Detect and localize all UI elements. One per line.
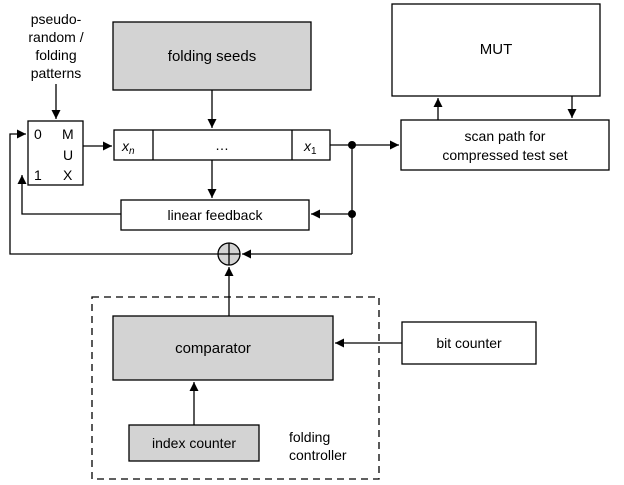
mux-input-1-label: 1 bbox=[34, 167, 42, 183]
scan-path-label-line1: scan path for bbox=[465, 128, 546, 144]
comparator-label: comparator bbox=[175, 340, 251, 357]
patterns-label: pseudo- random / folding patterns bbox=[28, 11, 83, 81]
comparator-block: comparator bbox=[112, 315, 334, 381]
svg-text:folding: folding bbox=[289, 429, 330, 445]
svg-text:folding: folding bbox=[35, 47, 76, 63]
linear-feedback-block: linear feedback bbox=[120, 199, 310, 231]
mux-block: 0 1 M U X bbox=[27, 120, 84, 186]
mut-block: MUT bbox=[391, 3, 601, 97]
folding-seeds-block: folding seeds bbox=[112, 21, 312, 91]
scan-path-label-line2: compressed test set bbox=[442, 147, 567, 163]
junction-dot bbox=[348, 210, 356, 218]
svg-text:controller: controller bbox=[289, 447, 347, 463]
folding-seeds-label: folding seeds bbox=[168, 48, 256, 65]
register-cell-xn: xn bbox=[121, 138, 135, 157]
mux-letter-u: U bbox=[63, 147, 73, 163]
scan-path-block: scan path for compressed test set bbox=[400, 119, 610, 171]
linear-feedback-label: linear feedback bbox=[168, 207, 264, 223]
svg-text:patterns: patterns bbox=[31, 65, 82, 81]
svg-text:random /: random / bbox=[28, 29, 83, 45]
wire-feedback-to-mux bbox=[17, 175, 121, 215]
register-cell-dots: … bbox=[215, 137, 229, 153]
mux-letter-x: X bbox=[63, 167, 73, 183]
mux-input-0-label: 0 bbox=[34, 126, 42, 142]
index-counter-block: index counter bbox=[128, 424, 260, 462]
xor-gate-icon bbox=[217, 242, 241, 266]
bit-counter-label: bit counter bbox=[436, 335, 502, 351]
register-cell-x1: x1 bbox=[303, 138, 317, 157]
connection-wires bbox=[9, 84, 577, 425]
index-counter-label: index counter bbox=[152, 435, 236, 451]
bit-counter-block: bit counter bbox=[401, 321, 537, 365]
svg-text:pseudo-: pseudo- bbox=[31, 11, 82, 27]
folding-controller-label: folding controller bbox=[289, 429, 347, 463]
folding-controller-frame bbox=[91, 296, 380, 480]
mux-letter-m: M bbox=[62, 126, 74, 142]
shift-register: xn … x1 bbox=[113, 129, 331, 161]
mut-label: MUT bbox=[480, 41, 513, 58]
wire-xor-to-mux bbox=[9, 129, 218, 255]
